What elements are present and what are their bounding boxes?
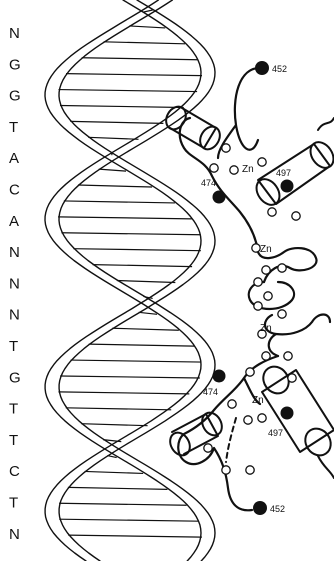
zn-label-2: Zn	[260, 244, 272, 255]
helix-strand-a-edge-1	[59, 0, 215, 561]
base-pair-rung	[71, 360, 202, 362]
zinc-ligand-circle-12	[278, 310, 286, 318]
base-pair-rung	[85, 471, 144, 473]
zinc-ligand-circle-9	[254, 278, 262, 286]
label-497-bottom: 497	[268, 428, 283, 438]
base-pair-rung	[60, 105, 184, 107]
zn-label-1: Zn	[242, 164, 254, 175]
sequence-base-14: C	[9, 463, 20, 480]
sequence-base-8: N	[9, 275, 20, 292]
base-pair-rung	[64, 201, 175, 203]
sequence-base-16: N	[9, 526, 20, 543]
zinc-finger-protein-icon: 452 497 474 474 497 452 Zn Zn Zn Zn	[162, 61, 334, 515]
sequence-base-5: C	[9, 182, 20, 199]
base-pair-rung	[139, 312, 157, 314]
base-pair-rung	[59, 90, 198, 92]
sequence-base-4: A	[9, 150, 19, 167]
label-452-bottom: 452	[270, 504, 285, 514]
base-pair-rung	[70, 121, 163, 123]
base-pair-rung	[66, 408, 171, 410]
sequence-base-2: G	[9, 88, 21, 105]
base-pair-rung	[93, 265, 192, 267]
zinc-ligand-circle-10	[264, 292, 272, 300]
zinc-ligand-circle-0	[222, 144, 230, 152]
label-474-top: 474	[201, 178, 216, 188]
sequence-base-3: T	[9, 119, 18, 136]
dna-sequence-column: NGGTACANNNTGTTCTN	[9, 25, 21, 543]
base-pair-rung	[82, 58, 198, 60]
residue-474-top-marker	[213, 191, 226, 204]
residue-497-top-marker	[281, 180, 294, 193]
sequence-base-10: T	[9, 338, 18, 355]
base-pair-rung	[61, 233, 200, 235]
base-pair-rung	[78, 185, 152, 187]
sequence-base-15: T	[9, 495, 18, 512]
base-pair-rung	[68, 535, 202, 537]
zinc-ligand-circle-22	[246, 466, 254, 474]
zinc-ligand-circle-5	[268, 208, 276, 216]
zinc-ligand-circle-1	[230, 166, 238, 174]
base-pair-rung	[66, 74, 202, 76]
zn-label-3: Zn	[260, 323, 272, 334]
base-pair-rung	[117, 281, 175, 283]
label-497-top: 497	[276, 168, 291, 178]
dna-double-helix-icon	[45, 0, 215, 561]
zinc-ligand-circle-23	[222, 466, 230, 474]
base-pair-rung	[68, 487, 168, 489]
base-pair-rung	[58, 217, 192, 219]
zinc-ligand-circle-20	[288, 374, 296, 382]
base-pair-rung	[144, 10, 153, 12]
residue-452-bottom-marker	[253, 501, 267, 515]
base-pair-rung	[59, 503, 187, 505]
sequence-base-1: G	[9, 56, 21, 73]
zinc-ligand-circle-11	[254, 302, 262, 310]
sequence-base-11: G	[9, 369, 21, 386]
zinc-ligand-circle-14	[262, 352, 270, 360]
zinc-ligand-circle-6	[252, 244, 260, 252]
zinc-ligand-circle-2	[210, 164, 218, 172]
base-pair-rung	[129, 26, 165, 28]
base-pair-rung	[88, 137, 138, 139]
zinc-ligand-circle-18	[244, 416, 252, 424]
zinc-ligand-circle-7	[262, 266, 270, 274]
zinc-ligand-circle-15	[284, 352, 292, 360]
zn-label-4: Zn	[252, 395, 264, 406]
zinc-ligand-circle-4	[292, 212, 300, 220]
residue-452-top-marker	[255, 61, 269, 75]
sequence-base-9: N	[9, 307, 20, 324]
zinc-ligand-circle-8	[278, 264, 286, 272]
protein-dashed-linker	[226, 418, 236, 462]
residue-474-bottom-marker	[213, 370, 226, 383]
label-474-bottom: 474	[203, 387, 218, 397]
base-pair-rung	[104, 42, 186, 44]
zinc-ligand-circle-17	[228, 400, 236, 408]
sequence-base-6: A	[9, 213, 19, 230]
label-452-top: 452	[272, 64, 287, 74]
sequence-base-12: T	[9, 401, 18, 418]
zinc-ligand-circle-19	[258, 414, 266, 422]
sequence-base-0: N	[9, 25, 20, 42]
sequence-base-7: N	[9, 244, 20, 261]
zinc-ligand-circle-21	[204, 444, 212, 452]
base-pair-rung	[89, 344, 195, 346]
sequence-base-13: T	[9, 432, 18, 449]
base-pair-rung	[99, 169, 126, 171]
zinc-ligand-circle-16	[246, 368, 254, 376]
helix-strand-b-edge-1	[59, 0, 215, 561]
helix-cylinder-top-left	[162, 103, 224, 153]
base-pair-rung	[73, 249, 201, 251]
base-pair-rung	[58, 392, 189, 394]
base-pair-rung	[59, 519, 198, 521]
base-pair-rung	[60, 376, 200, 378]
residue-497-bottom-marker	[281, 407, 294, 420]
zinc-ligand-circle-3	[258, 158, 266, 166]
protein-central-loops	[249, 282, 330, 356]
base-pair-rung	[81, 424, 147, 426]
base-pair-rung	[112, 328, 179, 330]
